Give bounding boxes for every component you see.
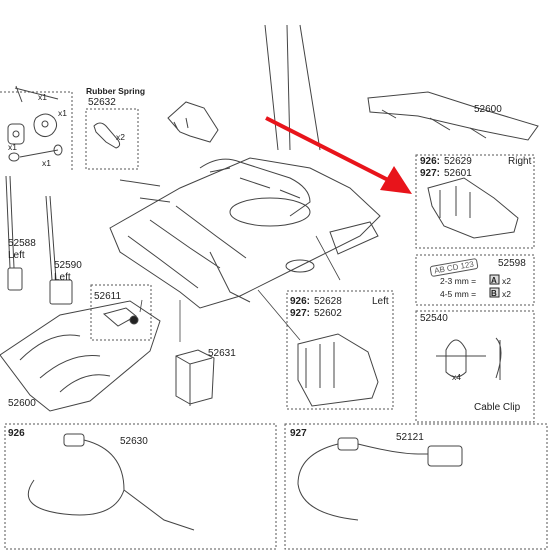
cable-926	[27, 433, 195, 531]
label-cable-clip: Cable Clip	[474, 402, 521, 413]
label-927-box: 927	[290, 428, 307, 439]
pole-52588	[5, 175, 23, 291]
label-52631: 52631	[208, 348, 236, 359]
label-left-word: Left	[372, 296, 389, 307]
cable-clip-parts	[436, 337, 502, 380]
label-x4: x4	[452, 372, 461, 382]
label-52540: 52540	[420, 313, 448, 324]
label-52600-top: 52600	[474, 104, 502, 115]
label-left-927-part: 52602	[314, 308, 342, 319]
label-right-926: 926:	[420, 156, 441, 167]
light-bar-bottom	[0, 300, 161, 412]
holder-right	[427, 177, 519, 239]
label-52121: 52121	[396, 432, 424, 443]
hardware-parts	[7, 85, 63, 162]
light-bar-top	[367, 91, 539, 141]
label-52611: 52611	[94, 291, 122, 302]
label-right-927: 927:	[420, 168, 441, 179]
box-a-icon	[489, 274, 500, 285]
cable-927	[297, 437, 463, 521]
label-52600-bottom: 52600	[8, 398, 36, 409]
label-left-927: 927:	[290, 308, 311, 319]
box-926-cable	[4, 423, 277, 550]
label-left-926: 926:	[290, 296, 311, 307]
holder-left	[297, 333, 379, 407]
label-mm-45: 4-5 mm =	[440, 289, 477, 299]
box-left-holder	[286, 290, 394, 410]
label-52598: 52598	[498, 258, 526, 269]
label-box-b: B	[491, 289, 497, 298]
label-right-926-part: 52629	[444, 156, 472, 167]
box-right-holder	[415, 154, 535, 249]
label-x1-b: x1	[58, 108, 67, 118]
box-927-cable	[284, 423, 548, 550]
box-52540	[415, 310, 535, 423]
box-hardware-left	[0, 91, 73, 170]
rubber-spring-part	[93, 122, 121, 149]
label-rubber-spring: Rubber Spring	[86, 86, 146, 96]
label-52588: 52588	[8, 238, 36, 249]
label-52590: 52590	[54, 260, 82, 271]
label-x2-b: x2	[502, 289, 511, 299]
box-52611	[90, 284, 152, 341]
label-52632: 52632	[88, 97, 116, 108]
part-upper-bracket	[167, 101, 219, 143]
label-x1-a: x1	[38, 92, 47, 102]
label-52588-left: Left	[8, 250, 25, 261]
label-52630: 52630	[120, 436, 148, 447]
part-52631	[175, 349, 215, 406]
label-x2-spring: x2	[116, 132, 125, 142]
box-52632	[85, 108, 139, 170]
pole-52590	[45, 195, 73, 305]
label-x2-a: x2	[502, 276, 511, 286]
bike-carrier-main	[109, 157, 381, 309]
label-right-word: Right	[508, 156, 532, 167]
label-mm-23: 2-3 mm =	[440, 276, 477, 286]
label-left-926-part: 52628	[314, 296, 342, 307]
label-926-box: 926	[8, 428, 25, 439]
label-right-927-part: 52601	[444, 168, 472, 179]
label-x1-d: x1	[42, 158, 51, 168]
red-arrow	[265, 116, 412, 194]
label-box-a: A	[491, 276, 497, 285]
label-x1-c: x1	[8, 142, 17, 152]
label-52590-left: Left	[54, 272, 71, 283]
box-b-icon	[489, 287, 500, 298]
